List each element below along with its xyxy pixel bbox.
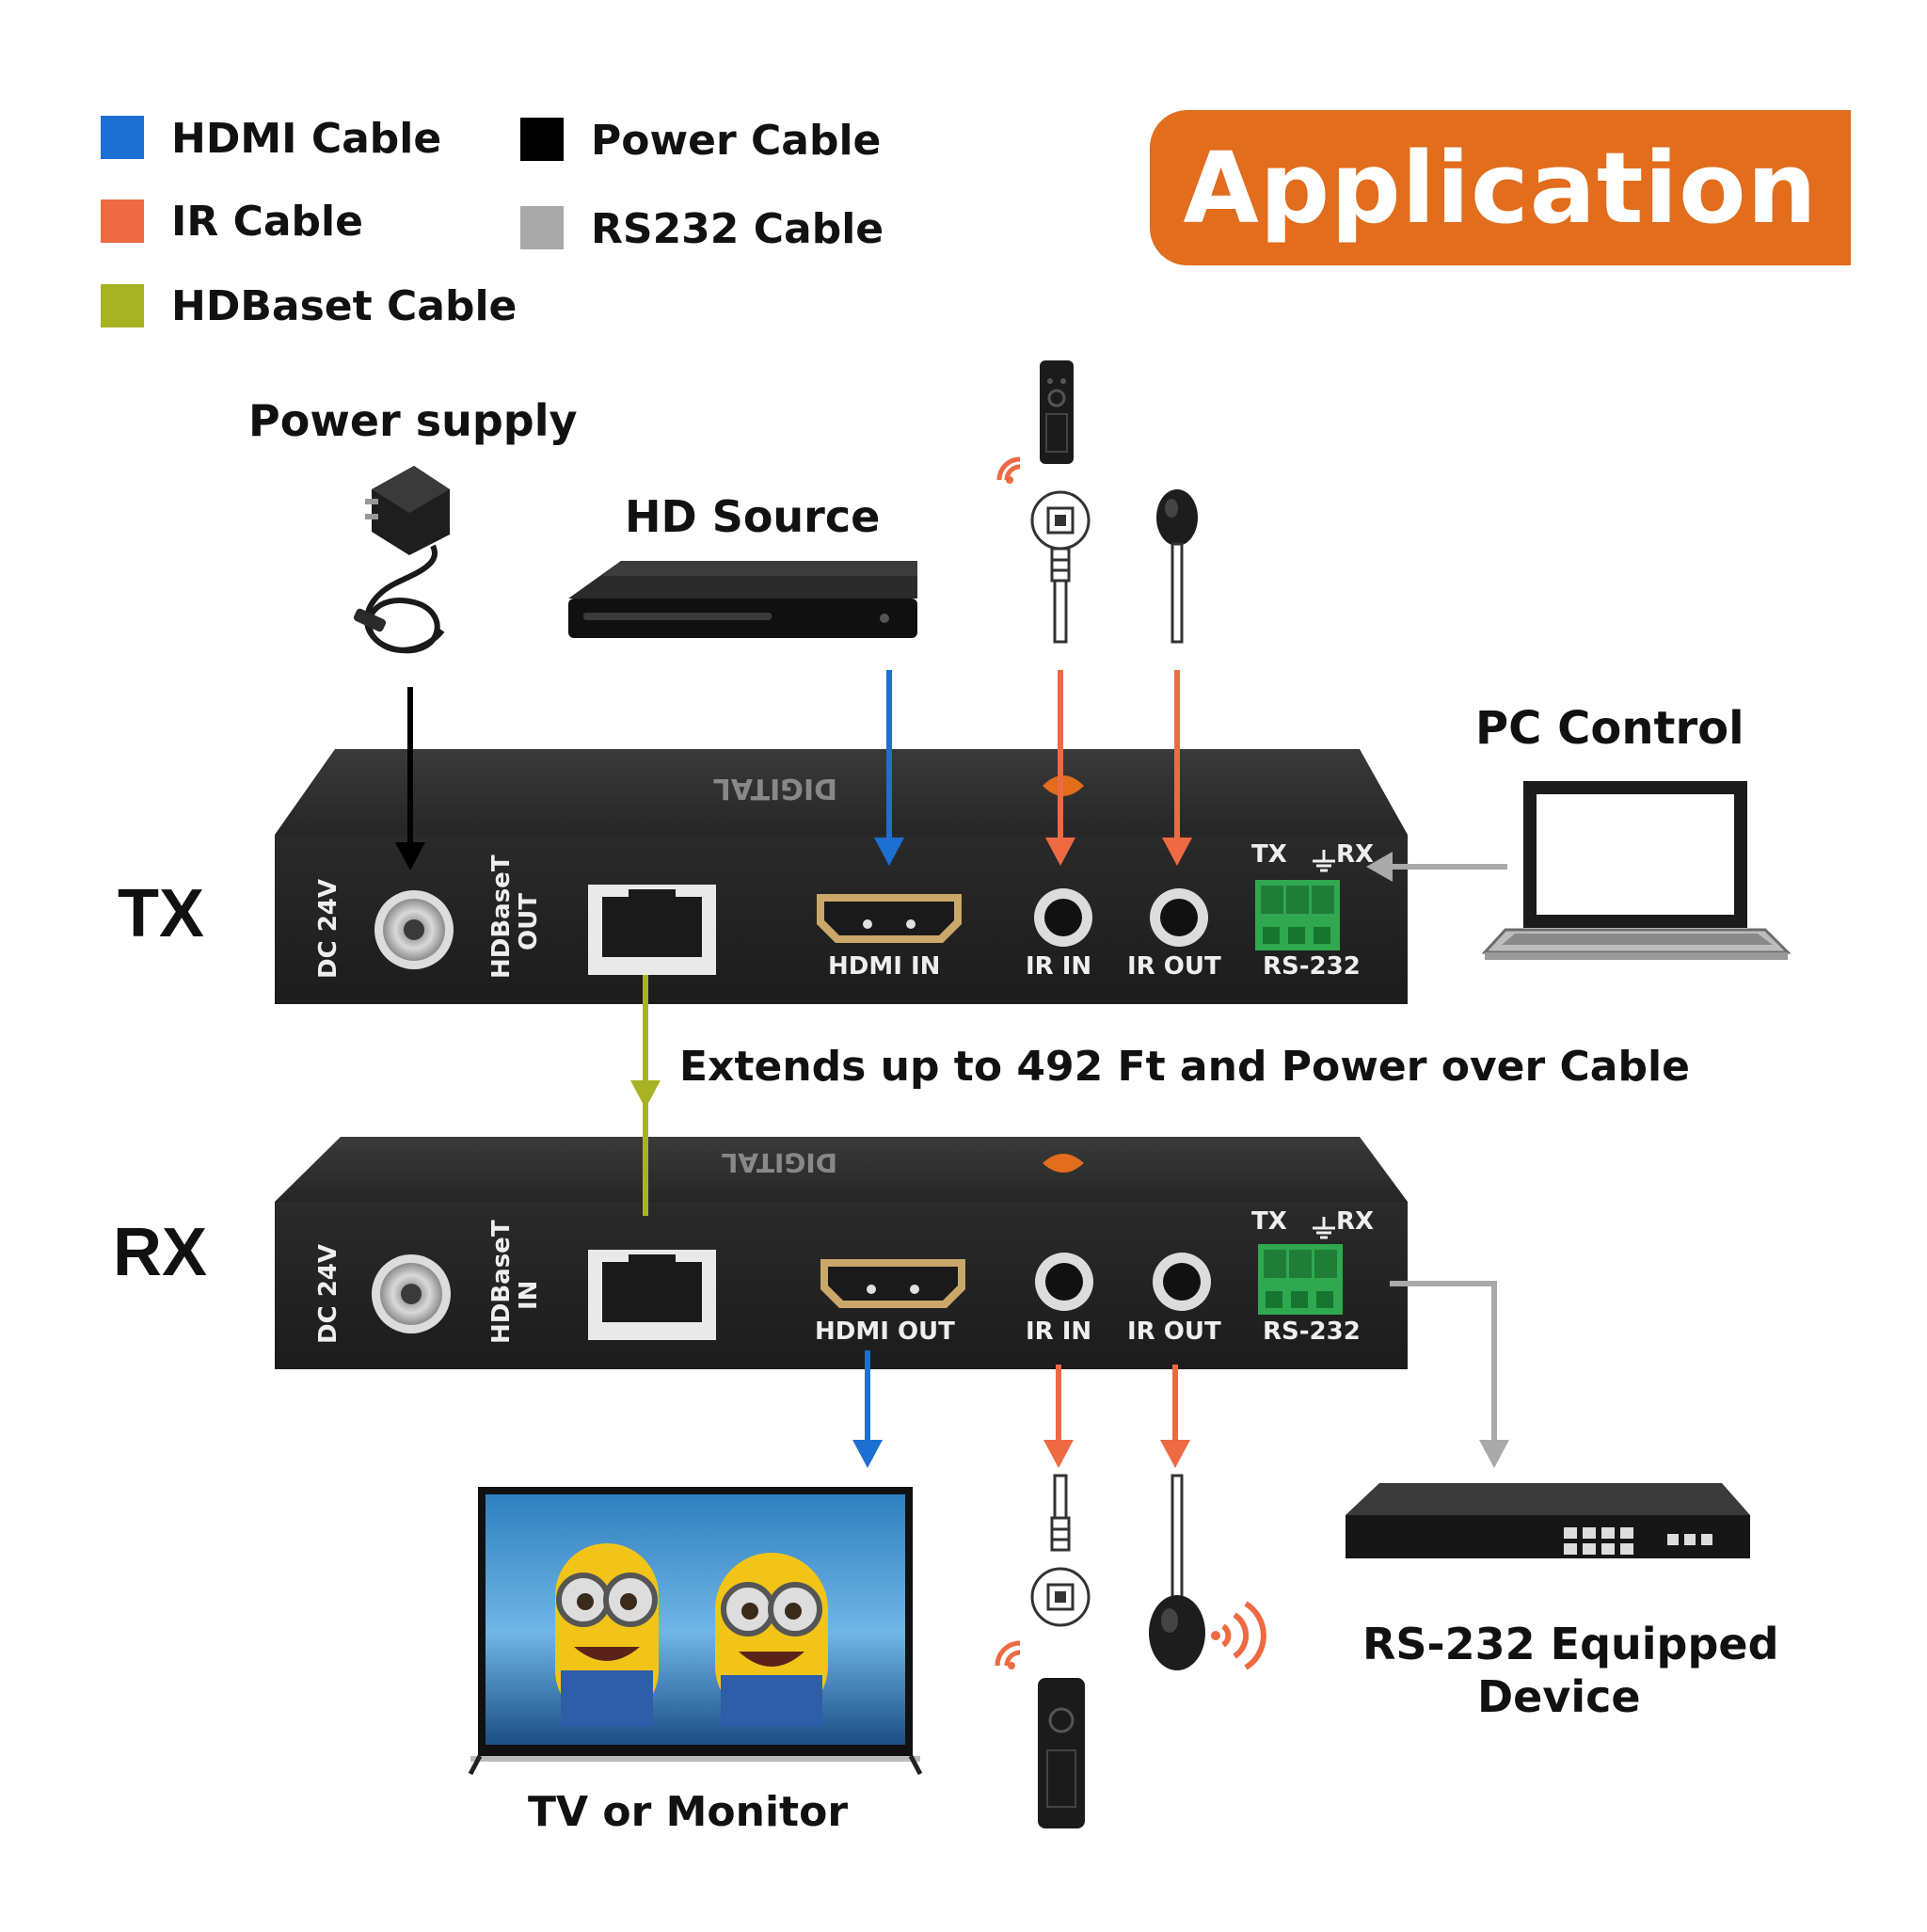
rx-extender-unit: DIGITAL <box>275 1137 1408 1369</box>
power-adapter-icon <box>353 466 450 654</box>
rx-hdbaset-label-line1: HDBaseT <box>487 1220 516 1344</box>
hdmi-cable-rx <box>852 1350 883 1468</box>
tv-monitor-label: TV or Monitor <box>528 1788 849 1836</box>
hd-source-label: HD Source <box>625 491 881 542</box>
rs232-cable-rx <box>1390 1281 1509 1468</box>
tx-hdbaset-label-line2: OUT <box>515 893 543 950</box>
tx-rs232-rx-label: RX <box>1336 840 1375 869</box>
rx-ir-in-label: IR IN <box>1026 1317 1092 1346</box>
tx-hdmi-label: HDMI IN <box>828 952 941 981</box>
tx-label: TX <box>118 876 205 951</box>
rx-ir-out-label: IR OUT <box>1127 1317 1221 1346</box>
tx-dc-label: DC 24V <box>314 878 342 979</box>
rs232-device-label-line2: Device <box>1477 1671 1641 1722</box>
legend-label-power: Power Cable <box>591 117 882 165</box>
legend-label-rs232: RS232 Cable <box>591 205 884 253</box>
tx-rs232-label: RS-232 <box>1263 952 1361 981</box>
extends-note: Extends up to 492 Ft and Power over Cabl… <box>679 1043 1690 1091</box>
legend-swatch-rs232 <box>520 206 564 249</box>
ir-cable-tx-out <box>1162 670 1192 866</box>
application-title: Application <box>1183 130 1818 246</box>
tx-ir-emitter-icon <box>1156 489 1198 644</box>
rx-label: RX <box>113 1215 208 1290</box>
hd-source-player-icon <box>568 561 917 638</box>
rx-rs232-rx-label: RX <box>1336 1207 1375 1236</box>
tv-monitor-icon <box>468 1487 923 1776</box>
ir-cable-rx-in <box>1043 1365 1074 1468</box>
rx-dc-label: DC 24V <box>314 1243 342 1344</box>
tx-rs232-tx-label: TX <box>1251 840 1287 869</box>
hdbaset-cable <box>630 975 661 1216</box>
legend-swatch-ir <box>101 200 144 243</box>
hdmi-cable-tx <box>874 670 904 866</box>
rx-rs232-tx-label: TX <box>1251 1207 1287 1236</box>
tx-ir-out-label: IR OUT <box>1127 952 1221 981</box>
tx-ir-receiver-icon <box>996 360 1091 644</box>
application-banner: Application <box>1150 110 1851 265</box>
ir-cable-rx-out <box>1160 1365 1190 1468</box>
power-supply-label: Power supply <box>248 395 578 446</box>
power-cable <box>395 687 425 870</box>
ir-cable-tx-in <box>1045 670 1075 866</box>
rs232-device-icon <box>1346 1483 1750 1558</box>
rx-ir-receiver-icon <box>995 1474 1091 1828</box>
rs232-cable-tx <box>1366 852 1507 882</box>
legend-swatch-power <box>520 118 564 161</box>
svg-text:DIGITAL: DIGITAL <box>713 772 837 805</box>
legend-swatch-hdbaset <box>101 284 144 327</box>
svg-text:DIGITAL: DIGITAL <box>721 1147 837 1178</box>
rx-ir-emitter-icon <box>1149 1474 1266 1670</box>
pc-laptop-icon <box>1481 781 1792 960</box>
tx-extender-unit: DIGITAL <box>275 749 1408 1004</box>
tx-ir-in-label: IR IN <box>1026 952 1092 981</box>
legend-label-hdmi: HDMI Cable <box>171 115 442 163</box>
rx-rs232-label: RS-232 <box>1263 1317 1361 1346</box>
tx-hdbaset-label-line1: HDBaseT <box>487 854 516 979</box>
rs232-device-label-line1: RS-232 Equipped <box>1362 1619 1779 1669</box>
rx-hdmi-label: HDMI OUT <box>815 1317 955 1346</box>
legend-swatch-hdmi <box>101 116 144 159</box>
rx-hdbaset-label-line2: IN <box>515 1280 543 1310</box>
legend-label-hdbaset: HDBaset Cable <box>171 282 518 330</box>
legend-label-ir: IR Cable <box>171 198 363 246</box>
pc-control-label: PC Control <box>1475 702 1744 755</box>
